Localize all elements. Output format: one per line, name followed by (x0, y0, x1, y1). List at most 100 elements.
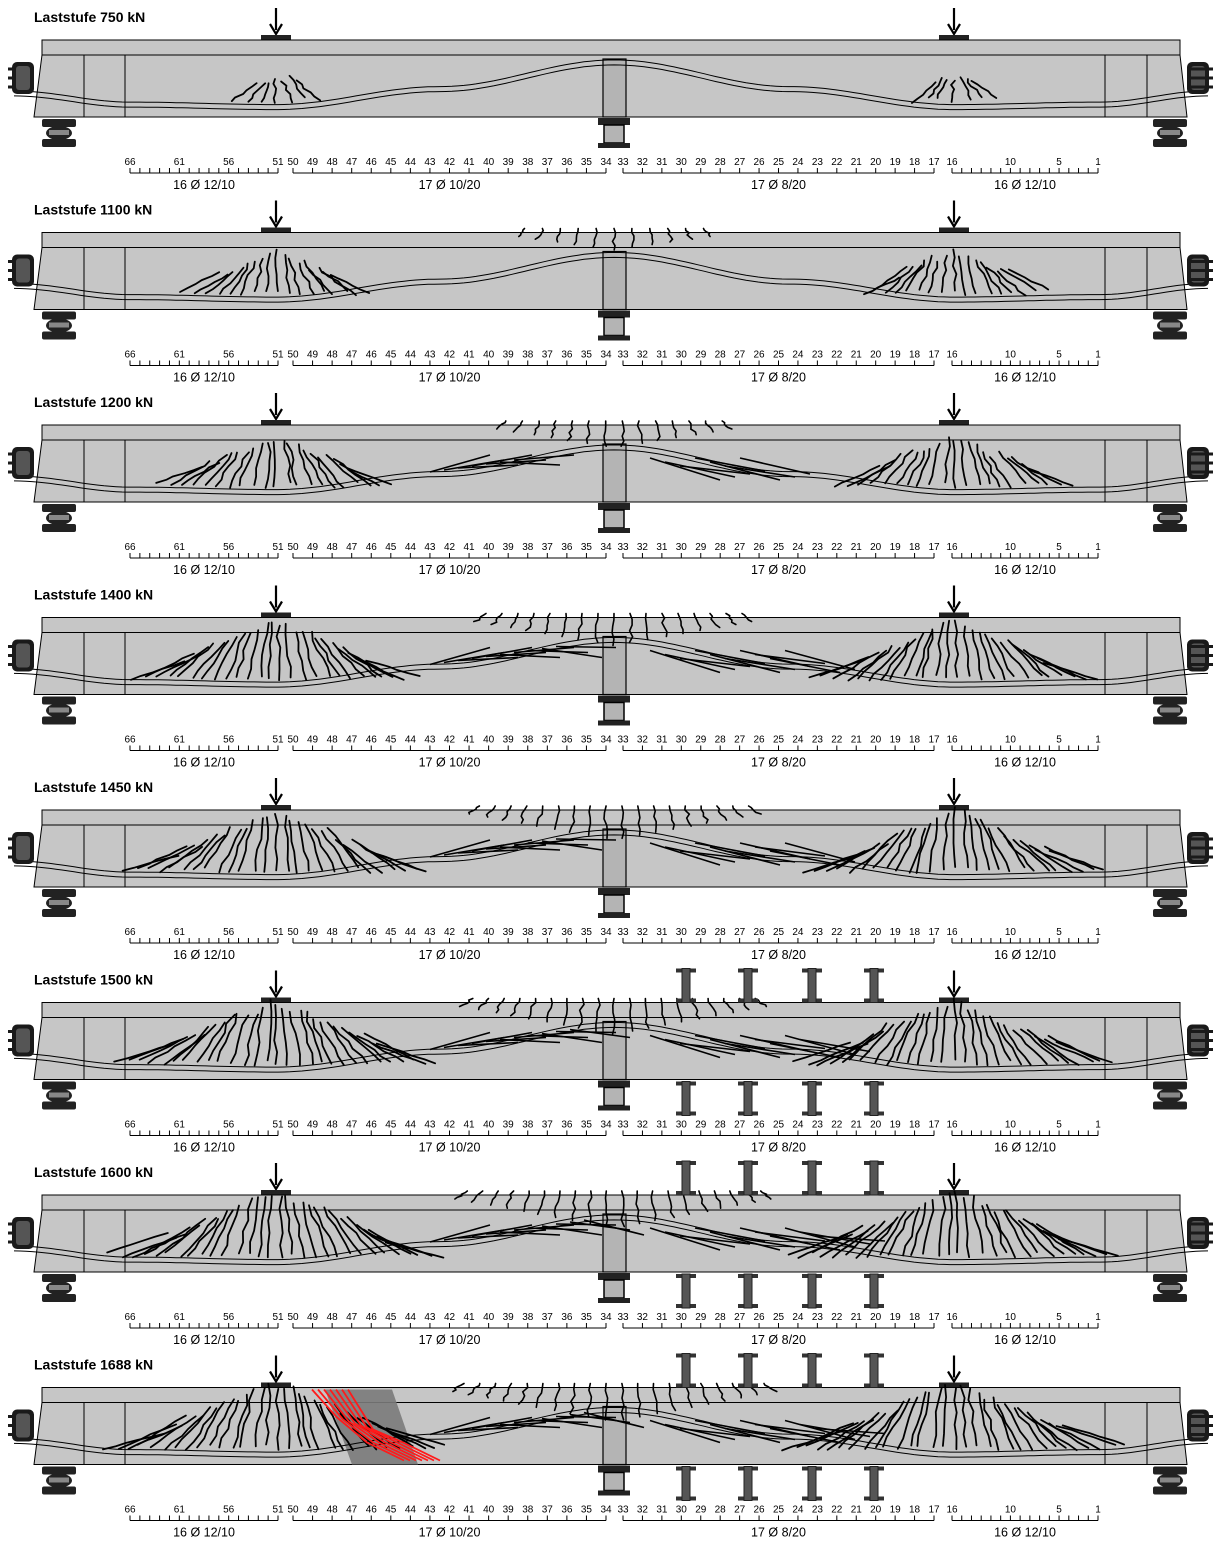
scale-tick-label: 28 (715, 1312, 727, 1323)
scale-tick-label: 42 (444, 542, 456, 553)
scale-tick-label: 47 (346, 157, 358, 168)
crack (960, 439, 968, 486)
scale-tick-label: 46 (366, 1312, 378, 1323)
crack (238, 447, 255, 487)
shear-crack (569, 1028, 631, 1039)
center-support-pier (603, 701, 625, 722)
crack (168, 838, 209, 869)
crack (940, 254, 948, 293)
shear-crack (784, 1227, 856, 1248)
scale-tick-label: 38 (522, 350, 534, 361)
hogging-crack (620, 805, 625, 840)
shear-crack (709, 1038, 781, 1059)
crack (346, 1216, 385, 1254)
scale-tick-label: 34 (600, 157, 612, 168)
crack (938, 1196, 947, 1257)
crack (921, 628, 934, 678)
crack (327, 1209, 362, 1255)
scale-tick-label: 56 (223, 157, 235, 168)
shear-crack (679, 465, 751, 475)
scale-tick-label: 34 (600, 542, 612, 553)
scale-tick-label: 66 (124, 1120, 136, 1131)
scale-tick-label: 51 (272, 350, 284, 361)
scale-tick-label: 22 (831, 1312, 843, 1323)
shear-crack (649, 1227, 721, 1251)
crack (966, 78, 983, 99)
crack (309, 452, 336, 489)
scale-tick-label: 36 (561, 1120, 573, 1131)
crack (274, 1388, 281, 1451)
shear-crack (664, 1038, 736, 1056)
failure-crack (347, 1389, 441, 1462)
hogging-crack (592, 227, 598, 249)
shear-crack (457, 1041, 519, 1047)
scale-tick-label: 25 (773, 1505, 785, 1516)
crack (308, 269, 333, 295)
scale-tick-label: 50 (287, 735, 299, 746)
crack (295, 79, 322, 102)
crack (981, 1205, 998, 1257)
scale-tick-label: 44 (405, 1312, 417, 1323)
scale-tick-label: 28 (715, 350, 727, 361)
crack (886, 1020, 912, 1066)
scale-tick-label: 21 (851, 1312, 863, 1323)
crack (884, 265, 914, 294)
scale-tick-label: 30 (676, 542, 688, 553)
scale-tick-label: 23 (812, 1120, 824, 1131)
center-column (602, 635, 627, 696)
scale-tick-label: 39 (503, 542, 515, 553)
support-roller-core (49, 900, 69, 905)
center-support-base (598, 335, 630, 341)
crack (263, 816, 270, 873)
crack (959, 1000, 967, 1063)
shear-crack (429, 1416, 491, 1436)
scale-tick-label: 19 (890, 542, 902, 553)
scale-tick-label: 39 (503, 350, 515, 361)
scale-tick-label: 20 (870, 157, 882, 168)
scale-tick-label: 43 (424, 927, 436, 938)
scale-tick-label: 37 (542, 1312, 554, 1323)
crack (356, 657, 405, 681)
scale-tick-label: 1 (1095, 350, 1101, 361)
crack (953, 1190, 959, 1254)
scale-tick-label: 20 (870, 1312, 882, 1323)
crack (975, 259, 993, 295)
scale-tick-label: 56 (223, 1120, 235, 1131)
shear-crack (664, 1423, 736, 1441)
stirrup-group-label: 17 Ø 10/20 (419, 1333, 481, 1347)
scale-tick-label: 50 (287, 350, 299, 361)
crack (181, 1023, 217, 1061)
scale-tick-label: 51 (272, 157, 284, 168)
hogging-crack (620, 1190, 626, 1228)
clamp-post (869, 1160, 879, 1196)
stage-title: Laststufe 1500 kN (34, 972, 153, 988)
hogging-crack (716, 805, 728, 821)
hogging-crack (477, 997, 490, 1011)
stirrup-group-label: 16 Ø 12/10 (994, 371, 1056, 385)
crack (183, 833, 218, 871)
scale-tick-label: 43 (424, 735, 436, 746)
center-support-pier (603, 316, 625, 337)
crack (238, 1197, 254, 1255)
stage-title: Laststufe 1600 kN (34, 1164, 153, 1180)
scale-tick-label: 61 (174, 157, 186, 168)
hogging-crack (603, 805, 609, 840)
load-plate (939, 1382, 969, 1388)
scale-tick-label: 43 (424, 350, 436, 361)
clamp-post (869, 1353, 879, 1388)
scale-tick-label: 35 (581, 1505, 593, 1516)
scale-tick-label: 41 (464, 350, 476, 361)
load-arrow-head (947, 1178, 961, 1192)
scale-tick-label: 10 (1005, 1505, 1017, 1516)
hogging-crack (496, 420, 507, 430)
crack (288, 819, 298, 874)
crack (993, 1211, 1016, 1259)
scale-tick-label: 24 (792, 735, 804, 746)
hogging-crack (763, 1382, 778, 1393)
stirrup-group-label: 16 Ø 12/10 (173, 1141, 235, 1155)
tendon (13, 636, 1209, 683)
